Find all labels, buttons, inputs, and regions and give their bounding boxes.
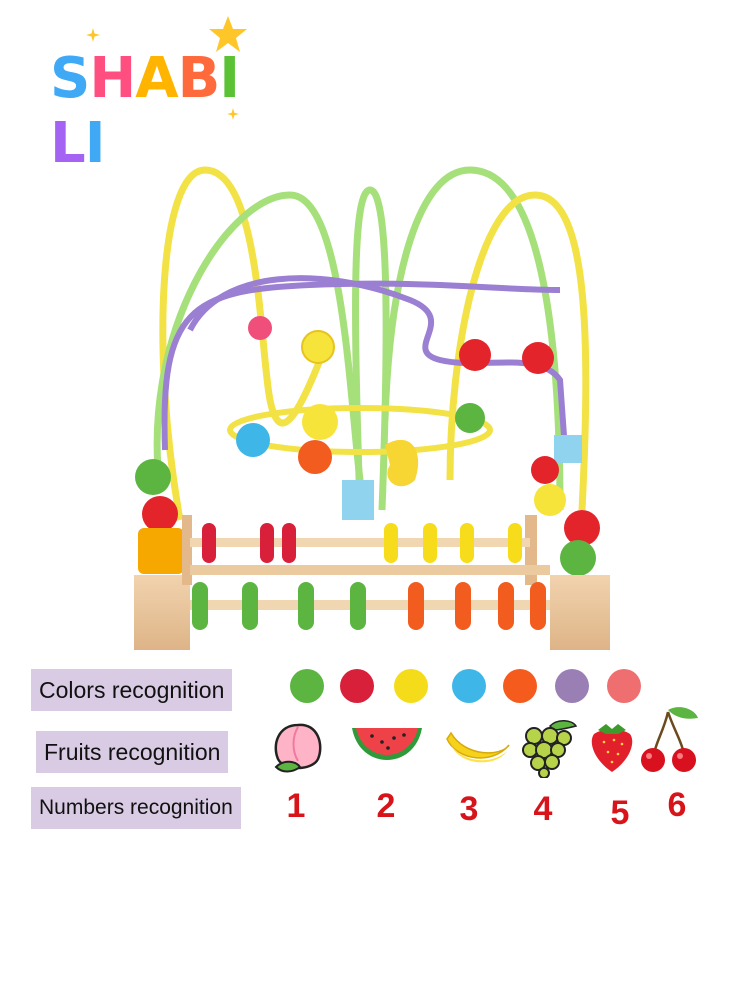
number-label: 2 [376, 787, 396, 825]
numbers-recognition-label: Numbers recognition [31, 787, 241, 829]
sparkle-icon [86, 28, 100, 42]
cherries-icon [641, 707, 698, 772]
number-label: 1 [286, 787, 306, 825]
color-swatch [555, 669, 589, 703]
peach-icon [274, 723, 322, 773]
brand-name: SHABILI [50, 46, 270, 176]
brand-letter: I [84, 111, 106, 176]
grapes-icon [522, 720, 578, 778]
color-swatch [394, 669, 428, 703]
brand-letter: S [50, 46, 90, 111]
brand-letter: H [89, 46, 136, 111]
banana-icon [446, 731, 510, 763]
fruits-recognition-label: Fruits recognition [36, 731, 229, 773]
number-label: 6 [667, 786, 687, 824]
number-label: 3 [459, 790, 479, 828]
color-swatch [290, 669, 324, 703]
star-icon [209, 16, 247, 52]
color-swatch [340, 669, 374, 703]
color-swatch [607, 669, 641, 703]
brand-letter: B [177, 46, 221, 111]
strawberry-icon [591, 724, 633, 772]
number-label: 4 [533, 790, 553, 828]
watermelon-icon [352, 728, 422, 760]
sparkle-icon [227, 108, 239, 120]
number-label: 5 [610, 794, 630, 832]
brand-letter: A [135, 46, 178, 111]
bead-maze-toy-image [134, 166, 610, 650]
color-swatch [452, 669, 486, 703]
colors-recognition-label: Colors recognition [31, 669, 233, 711]
brand-logo: SHABILI [50, 16, 270, 176]
brand-letter: I [219, 46, 240, 111]
color-swatch [503, 669, 537, 703]
brand-letter: L [50, 111, 86, 176]
